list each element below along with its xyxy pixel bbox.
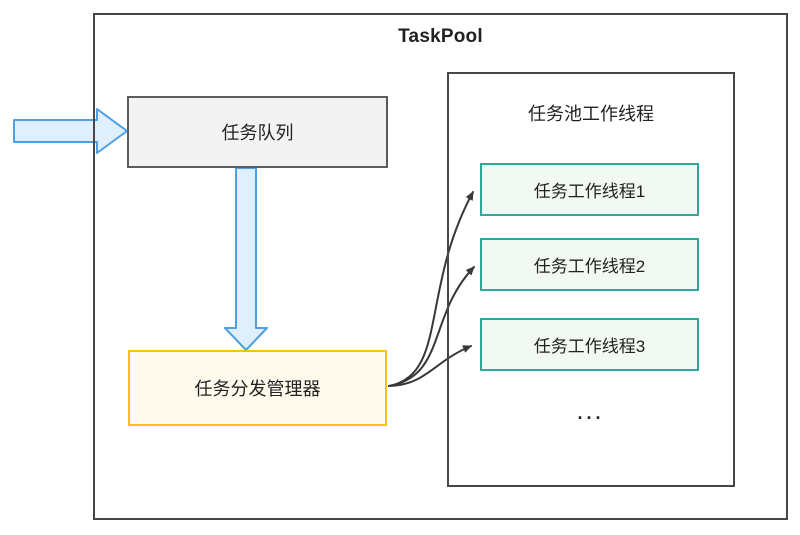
task-queue-box: 任务队列 xyxy=(127,96,388,168)
worker-thread-box-2: 任务工作线程2 xyxy=(480,238,699,291)
worker-thread-3-label: 任务工作线程3 xyxy=(533,337,646,356)
worker-thread-box-3: 任务工作线程3 xyxy=(480,318,699,371)
taskpool-container xyxy=(93,13,788,520)
task-dispatch-manager-box: 任务分发管理器 xyxy=(128,350,387,426)
more-threads-ellipsis: ... xyxy=(577,403,605,423)
worker-pool-container xyxy=(447,72,735,487)
worker-thread-2-label: 任务工作线程2 xyxy=(533,257,646,276)
task-queue-label: 任务队列 xyxy=(221,123,294,143)
worker-thread-1-label: 任务工作线程1 xyxy=(533,182,646,201)
task-dispatch-manager-label: 任务分发管理器 xyxy=(194,379,321,399)
worker-pool-title: 任务池工作线程 xyxy=(528,104,654,124)
diagram-title: TaskPool xyxy=(398,26,483,47)
worker-thread-box-1: 任务工作线程1 xyxy=(480,163,699,216)
